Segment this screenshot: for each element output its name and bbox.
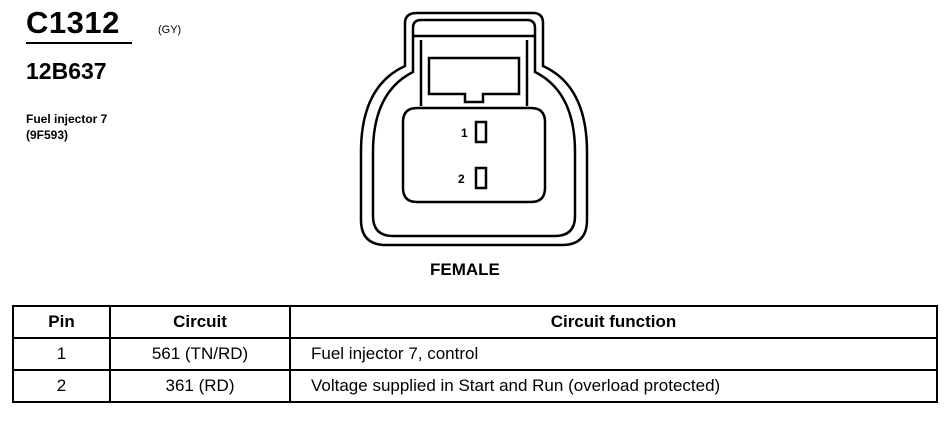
connector-face-diagram: 1 2 bbox=[359, 11, 589, 247]
cell-function: Fuel injector 7, control bbox=[289, 337, 938, 371]
connector-part-number: 12B637 bbox=[26, 58, 107, 84]
component-part-code: (9F593) bbox=[26, 128, 69, 142]
cell-pin: 1 bbox=[12, 337, 111, 371]
locking-tab-frame bbox=[419, 40, 529, 106]
component-description: Fuel injector 7 bbox=[26, 112, 108, 126]
cell-circuit: 561 (TN/RD) bbox=[109, 337, 291, 371]
connector-color-code: (GY) bbox=[158, 24, 182, 36]
contact-cavity bbox=[401, 106, 547, 204]
pin-2-terminal bbox=[474, 166, 488, 190]
connector-id: C1312 bbox=[26, 5, 120, 40]
cell-function: Voltage supplied in Start and Run (overl… bbox=[289, 369, 938, 403]
connector-inner-housing bbox=[371, 18, 577, 238]
locking-tab-latch bbox=[427, 56, 521, 104]
table-row: 2 361 (RD) Voltage supplied in Start and… bbox=[12, 369, 938, 403]
pin-1-label: 1 bbox=[461, 126, 468, 140]
column-header-function: Circuit function bbox=[289, 305, 938, 339]
pin-2-label: 2 bbox=[458, 172, 465, 186]
connector-id-underline bbox=[26, 42, 132, 44]
pin-1-terminal bbox=[474, 120, 488, 144]
connector-outer-housing bbox=[359, 11, 589, 247]
column-header-pin: Pin bbox=[12, 305, 111, 339]
table-row: 1 561 (TN/RD) Fuel injector 7, control bbox=[12, 337, 938, 371]
connector-view-label: FEMALE bbox=[430, 260, 500, 279]
cell-circuit: 361 (RD) bbox=[109, 369, 291, 403]
column-header-circuit: Circuit bbox=[109, 305, 291, 339]
cell-pin: 2 bbox=[12, 369, 111, 403]
table-header-row: Pin Circuit Circuit function bbox=[12, 305, 938, 339]
pin-table: Pin Circuit Circuit function 1 561 (TN/R… bbox=[12, 305, 938, 403]
